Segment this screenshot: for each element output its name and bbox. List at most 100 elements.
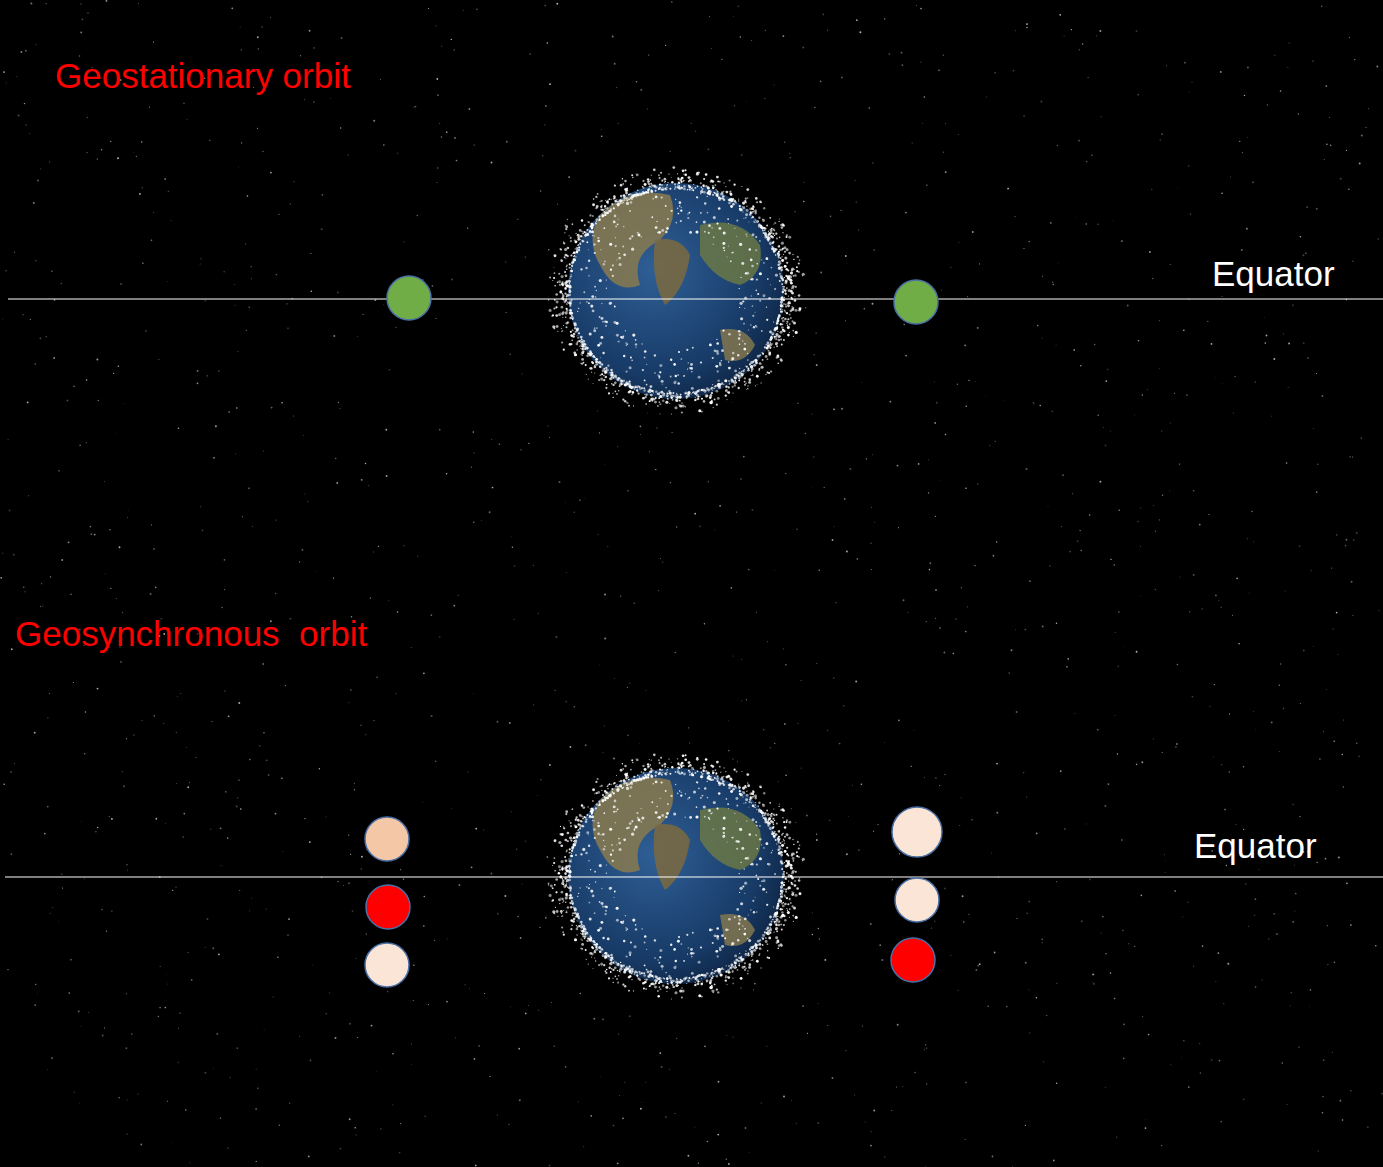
star [354, 789, 355, 790]
star [455, 1037, 456, 1038]
star [845, 320, 846, 321]
star [1134, 946, 1135, 947]
star [155, 587, 157, 589]
star [249, 307, 250, 308]
star [158, 359, 160, 361]
star [86, 442, 87, 443]
star [975, 969, 977, 971]
debris-dot [784, 251, 786, 253]
star [355, 1134, 356, 1135]
star [158, 1016, 159, 1017]
star [1121, 839, 1122, 840]
debris-dot [779, 273, 781, 275]
star [423, 925, 425, 927]
star [827, 1025, 828, 1026]
debris-dot [728, 246, 729, 247]
star [1239, 141, 1240, 142]
star [30, 3, 32, 5]
star [1345, 545, 1347, 547]
star [261, 26, 262, 27]
star [790, 157, 792, 159]
debris-dot [554, 285, 555, 286]
star [1023, 248, 1024, 249]
star [1368, 108, 1369, 109]
debris-dot [600, 357, 601, 358]
star [79, 1103, 80, 1104]
star [1316, 208, 1318, 210]
star [648, 54, 649, 55]
star [179, 1012, 180, 1013]
star [688, 727, 689, 728]
debris-dot [673, 363, 676, 366]
debris-dot [563, 242, 565, 244]
star [1274, 55, 1275, 56]
star [23, 314, 24, 315]
star [504, 895, 506, 897]
star [604, 725, 605, 726]
star [242, 516, 243, 517]
star [141, 720, 142, 721]
star [872, 454, 873, 455]
star [388, 600, 389, 601]
star [547, 425, 549, 427]
star [150, 593, 152, 595]
star [303, 435, 304, 436]
star [282, 851, 283, 852]
star [47, 717, 48, 718]
star [1180, 577, 1181, 578]
debris-dot [564, 232, 565, 233]
star [1099, 30, 1101, 32]
star [1161, 133, 1163, 135]
star [235, 305, 236, 306]
star [1013, 70, 1015, 72]
star [1074, 713, 1075, 714]
star [1298, 1046, 1300, 1048]
star [145, 330, 147, 332]
star [767, 641, 768, 642]
star [1346, 539, 1348, 541]
debris-dot [649, 185, 651, 187]
star [996, 541, 997, 542]
star [458, 595, 459, 596]
star [310, 253, 311, 254]
star [613, 758, 615, 760]
star [119, 546, 121, 548]
star [1177, 664, 1179, 666]
star [1322, 1096, 1324, 1098]
debris-dot [778, 339, 781, 342]
star [85, 711, 87, 713]
star [624, 1082, 625, 1083]
star [549, 83, 551, 85]
star [257, 1087, 258, 1088]
star [1376, 66, 1378, 68]
star [1152, 278, 1153, 279]
star [992, 1156, 994, 1158]
star [1192, 696, 1194, 698]
debris-dot [748, 330, 749, 331]
star [979, 963, 981, 965]
star [1069, 551, 1071, 553]
star [936, 402, 938, 404]
star [1285, 590, 1286, 591]
star [1056, 622, 1057, 623]
star [1366, 127, 1367, 128]
star [118, 1097, 120, 1099]
star [176, 732, 177, 733]
star [1189, 92, 1190, 93]
star [167, 983, 168, 984]
debris-dot [781, 256, 783, 258]
star [834, 526, 835, 527]
star [739, 141, 740, 142]
star [415, 106, 416, 107]
star [687, 1155, 689, 1157]
star [518, 1048, 520, 1050]
star [928, 459, 929, 460]
star [968, 914, 969, 915]
star [476, 9, 478, 11]
star [670, 151, 671, 152]
star [251, 898, 252, 899]
star [1249, 593, 1250, 594]
star [1349, 37, 1350, 38]
star [52, 907, 53, 908]
star [538, 1010, 539, 1011]
